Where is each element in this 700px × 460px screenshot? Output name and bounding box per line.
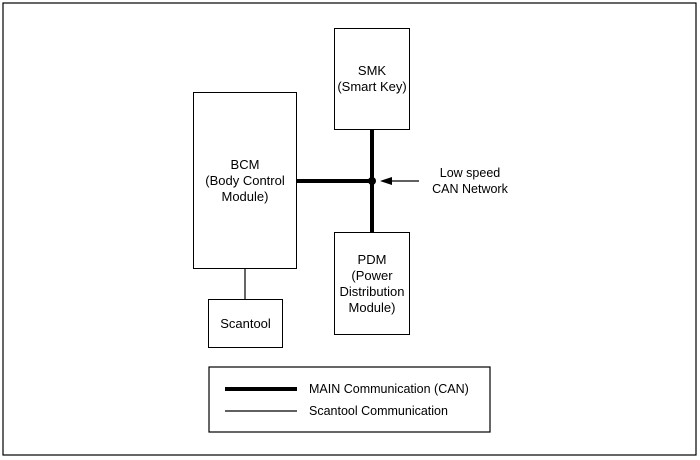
pdm-module-box: PDM (Power Distribution Module) <box>334 232 410 335</box>
can-network-annotation: Low speed CAN Network <box>432 166 508 196</box>
scantool-label: Scantool <box>220 315 271 331</box>
scantool-box: Scantool <box>208 299 283 348</box>
legend-scantool-label: Scantool Communication <box>309 404 448 418</box>
smk-module-box: SMK (Smart Key) <box>334 28 410 130</box>
legend-frame <box>208 366 491 433</box>
bcm-module-box: BCM (Body Control Module) <box>193 92 297 269</box>
outer-frame <box>2 2 697 456</box>
pdm-module-label: PDM (Power Distribution Module) <box>339 251 405 315</box>
smk-module-label: SMK (Smart Key) <box>337 63 407 94</box>
legend-main-label: MAIN Communication (CAN) <box>309 382 469 396</box>
can-junction-node <box>368 177 376 185</box>
bcm-module-label: BCM (Body Control Module) <box>205 156 285 204</box>
pointer-arrowhead <box>380 177 392 185</box>
